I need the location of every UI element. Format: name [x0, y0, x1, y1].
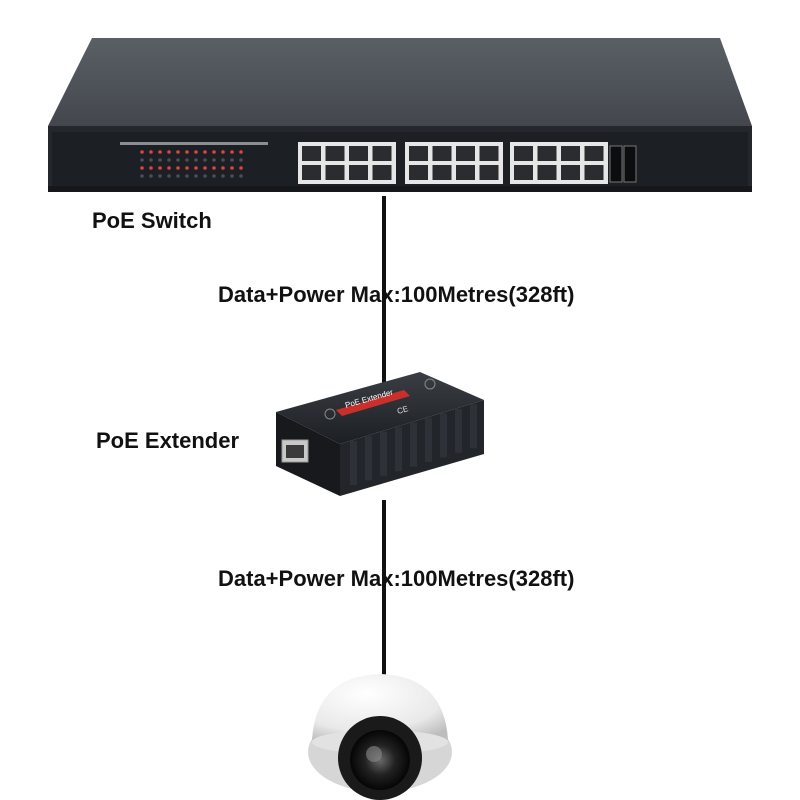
link-label-2: Data+Power Max:100Metres(328ft)	[218, 566, 574, 592]
extender-rib	[470, 404, 477, 448]
status-led	[194, 158, 198, 162]
switch-port	[585, 146, 604, 161]
status-led	[221, 174, 225, 178]
switch-port	[326, 165, 345, 180]
extender-rib	[455, 409, 462, 453]
status-led	[194, 150, 198, 154]
status-led	[221, 150, 225, 154]
switch-port	[433, 165, 452, 180]
extender-rib	[425, 418, 432, 462]
status-led	[239, 174, 243, 178]
status-led	[158, 158, 162, 162]
status-led	[230, 174, 234, 178]
status-led	[149, 150, 153, 154]
status-led	[167, 166, 171, 170]
switch-port	[538, 146, 557, 161]
switch-port	[373, 165, 392, 180]
link-label-1: Data+Power Max:100Metres(328ft)	[218, 282, 574, 308]
switch-port	[480, 165, 499, 180]
switch-port	[514, 146, 533, 161]
status-led	[185, 174, 189, 178]
status-led	[140, 158, 144, 162]
switch-port	[585, 165, 604, 180]
switch-port	[456, 146, 475, 161]
status-led	[230, 166, 234, 170]
switch-port	[302, 146, 321, 161]
switch-port	[373, 146, 392, 161]
status-led	[239, 166, 243, 170]
status-led	[212, 150, 216, 154]
status-led	[221, 166, 225, 170]
extender-label: PoE Extender	[96, 428, 239, 454]
status-led	[203, 150, 207, 154]
status-led	[203, 158, 207, 162]
status-led	[149, 174, 153, 178]
status-led	[203, 166, 207, 170]
dome-camera-device	[308, 674, 452, 800]
switch-port	[561, 146, 580, 161]
switch-port	[326, 146, 345, 161]
switch-port	[302, 165, 321, 180]
status-led	[230, 150, 234, 154]
status-led	[230, 158, 234, 162]
status-led	[185, 166, 189, 170]
switch-port	[561, 165, 580, 180]
poe-switch-device	[48, 38, 752, 192]
extender-rib	[380, 432, 387, 476]
switch-port	[538, 165, 557, 180]
switch-port	[514, 165, 533, 180]
status-led	[239, 150, 243, 154]
extender-rib	[440, 413, 447, 457]
status-led	[212, 174, 216, 178]
switch-port	[349, 165, 368, 180]
switch-port	[349, 146, 368, 161]
status-led	[176, 166, 180, 170]
status-led	[158, 150, 162, 154]
switch-port	[433, 146, 452, 161]
status-led	[176, 158, 180, 162]
status-led	[212, 166, 216, 170]
status-led	[212, 158, 216, 162]
status-led	[158, 174, 162, 178]
status-led	[185, 158, 189, 162]
switch-port	[409, 146, 428, 161]
status-led	[140, 150, 144, 154]
status-led	[149, 158, 153, 162]
switch-port	[480, 146, 499, 161]
switch-port	[409, 165, 428, 180]
extender-rib	[395, 427, 402, 471]
status-led	[140, 166, 144, 170]
poe-extender-device: PoE Extender CE	[276, 372, 484, 496]
status-led	[140, 174, 144, 178]
switch-label: PoE Switch	[92, 208, 212, 234]
status-led	[167, 158, 171, 162]
status-led	[221, 158, 225, 162]
status-led	[194, 166, 198, 170]
extender-rib	[365, 436, 372, 480]
status-led	[194, 174, 198, 178]
switch-port	[456, 165, 475, 180]
extender-rib	[350, 441, 357, 485]
extender-rib	[410, 423, 417, 467]
status-led	[167, 150, 171, 154]
status-led	[203, 174, 207, 178]
status-led	[176, 150, 180, 154]
status-led	[167, 174, 171, 178]
status-led	[176, 174, 180, 178]
status-led	[185, 150, 189, 154]
status-led	[149, 166, 153, 170]
status-led	[158, 166, 162, 170]
status-led	[239, 158, 243, 162]
